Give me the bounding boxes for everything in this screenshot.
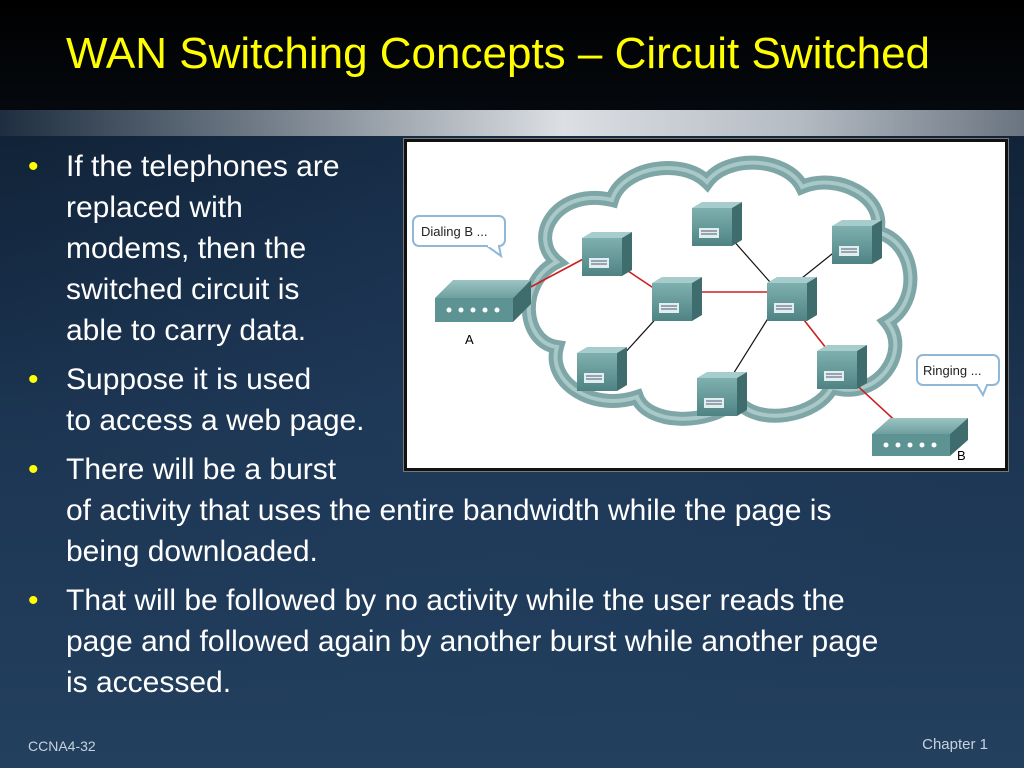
circuit-link — [524, 256, 588, 291]
callout-dialing-text: Dialing B ... — [421, 224, 487, 239]
circuit-switched-network-figure: A B Dialing B ... Ringing ... — [404, 139, 1008, 471]
switch-icon — [692, 202, 742, 246]
modem-a-label: A — [465, 332, 474, 347]
bullet-item-2: • Suppose it is used to access a web pag… — [28, 359, 1008, 441]
bullet-1-line-2: replaced with — [66, 191, 243, 224]
bullet-1-line-1: If the telephones are — [66, 150, 340, 183]
bullet-dot: • — [28, 584, 39, 617]
modem-a-icon — [435, 280, 531, 322]
bullet-dot: • — [28, 363, 39, 396]
bullet-1-line-5: able to carry data. — [66, 314, 307, 347]
slide-title: WAN Switching Concepts – Circuit Switche… — [66, 29, 931, 78]
bullet-2-line-2: to access a web page. — [66, 404, 365, 437]
title-bar: WAN Switching Concepts – Circuit Switche… — [0, 0, 1024, 110]
callout-ringing: Ringing ... — [916, 354, 1000, 398]
modem-b-label: B — [957, 448, 966, 463]
bullet-item-3: • There will be a burst of activity that… — [28, 449, 1008, 572]
network-diagram: A B Dialing B ... Ringing ... — [412, 155, 1000, 463]
bullet-1-line-3: modems, then the — [66, 232, 307, 265]
bullet-3-line-3: being downloaded. — [66, 535, 318, 568]
bullet-dot: • — [28, 453, 39, 486]
switch-icon — [577, 347, 627, 391]
switch-icon — [582, 232, 632, 276]
switch-icon — [652, 277, 702, 321]
footer-chapter: Chapter 1 — [922, 736, 988, 753]
switch-icon — [697, 372, 747, 416]
bullet-1-line-4: switched circuit is — [66, 273, 300, 306]
wan-switches — [577, 202, 882, 416]
callout-dialing: Dialing B ... — [412, 215, 506, 259]
bullet-list: • If the telephones are replaced with mo… — [28, 146, 1008, 711]
bullet-item-4: • That will be followed by no activity w… — [28, 580, 1008, 703]
switch-icon — [767, 277, 817, 321]
bullet-4-line-3: is accessed. — [66, 666, 232, 699]
bullet-2-line-1: Suppose it is used — [66, 363, 312, 396]
bullet-item-1: • If the telephones are replaced with mo… — [28, 146, 1008, 351]
bullet-4-line-1: That will be followed by no activity whi… — [66, 584, 845, 617]
bullet-3-line-1: There will be a burst — [66, 453, 337, 486]
switch-icon — [832, 220, 882, 264]
callout-ringing-text: Ringing ... — [923, 363, 982, 378]
bullet-dot: • — [28, 150, 39, 183]
switch-icon — [817, 345, 867, 389]
title-divider — [0, 110, 1024, 136]
bullet-4-line-2: page and followed again by another burst… — [66, 625, 879, 658]
footer-course-code: CCNA4-32 — [28, 738, 96, 754]
bullet-3-line-2: of activity that uses the entire bandwid… — [66, 494, 832, 527]
modem-b-icon — [872, 418, 968, 456]
